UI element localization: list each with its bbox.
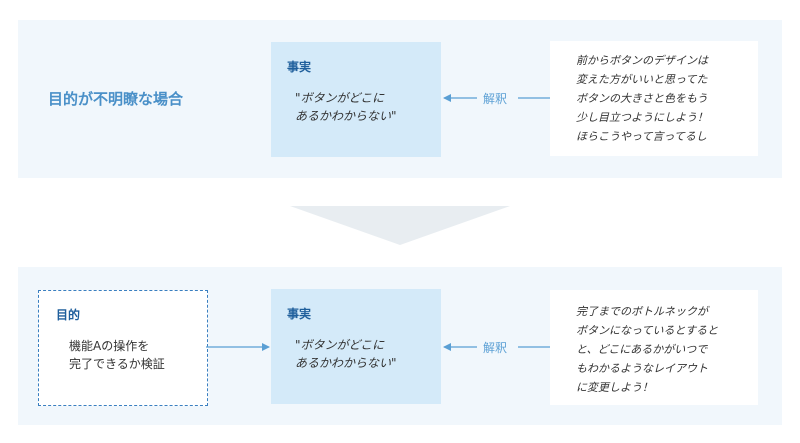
fact-text-bottom: "ボタンがどこに あるかわからない" bbox=[295, 338, 397, 370]
fact-text-top: "ボタンがどこに あるかわからない" bbox=[295, 91, 397, 123]
fact-title-top: 事実 bbox=[287, 60, 312, 74]
purpose-box: 目的 機能Aの操作を 完了できるか検証 bbox=[38, 290, 208, 406]
interpretation-label-bottom: 解釈 bbox=[483, 339, 508, 356]
fact-title-bottom: 事実 bbox=[287, 307, 312, 321]
interpretation-text-bottom: 完了までのボトルネックが ボタンになっているとすると と、どこにあるかがいつで … bbox=[576, 305, 719, 394]
fact-box-top: 事実 "ボタンがどこに あるかわからない" bbox=[271, 42, 441, 157]
interpretation-label-top: 解釈 bbox=[483, 90, 508, 107]
interpretation-box-bottom: 完了までのボトルネックが ボタンになっているとすると と、どこにあるかがいつで … bbox=[550, 290, 758, 405]
purpose-title: 目的 bbox=[56, 308, 81, 322]
purpose-text: 機能Aの操作を 完了できるか検証 bbox=[69, 339, 165, 371]
unclear-purpose-title: 目的が不明瞭な場合 bbox=[48, 90, 184, 108]
interpretation-text-top: 前からボタンのデザインは 変えた方がいいと思ってた ボタンの大きさと色をもう 少… bbox=[576, 54, 708, 143]
transition-arrow-icon bbox=[290, 206, 510, 245]
interpretation-box-top: 前からボタンのデザインは 変えた方がいいと思ってた ボタンの大きさと色をもう 少… bbox=[550, 41, 758, 156]
fact-box-bottom: 事実 "ボタンがどこに あるかわからない" bbox=[271, 289, 441, 404]
